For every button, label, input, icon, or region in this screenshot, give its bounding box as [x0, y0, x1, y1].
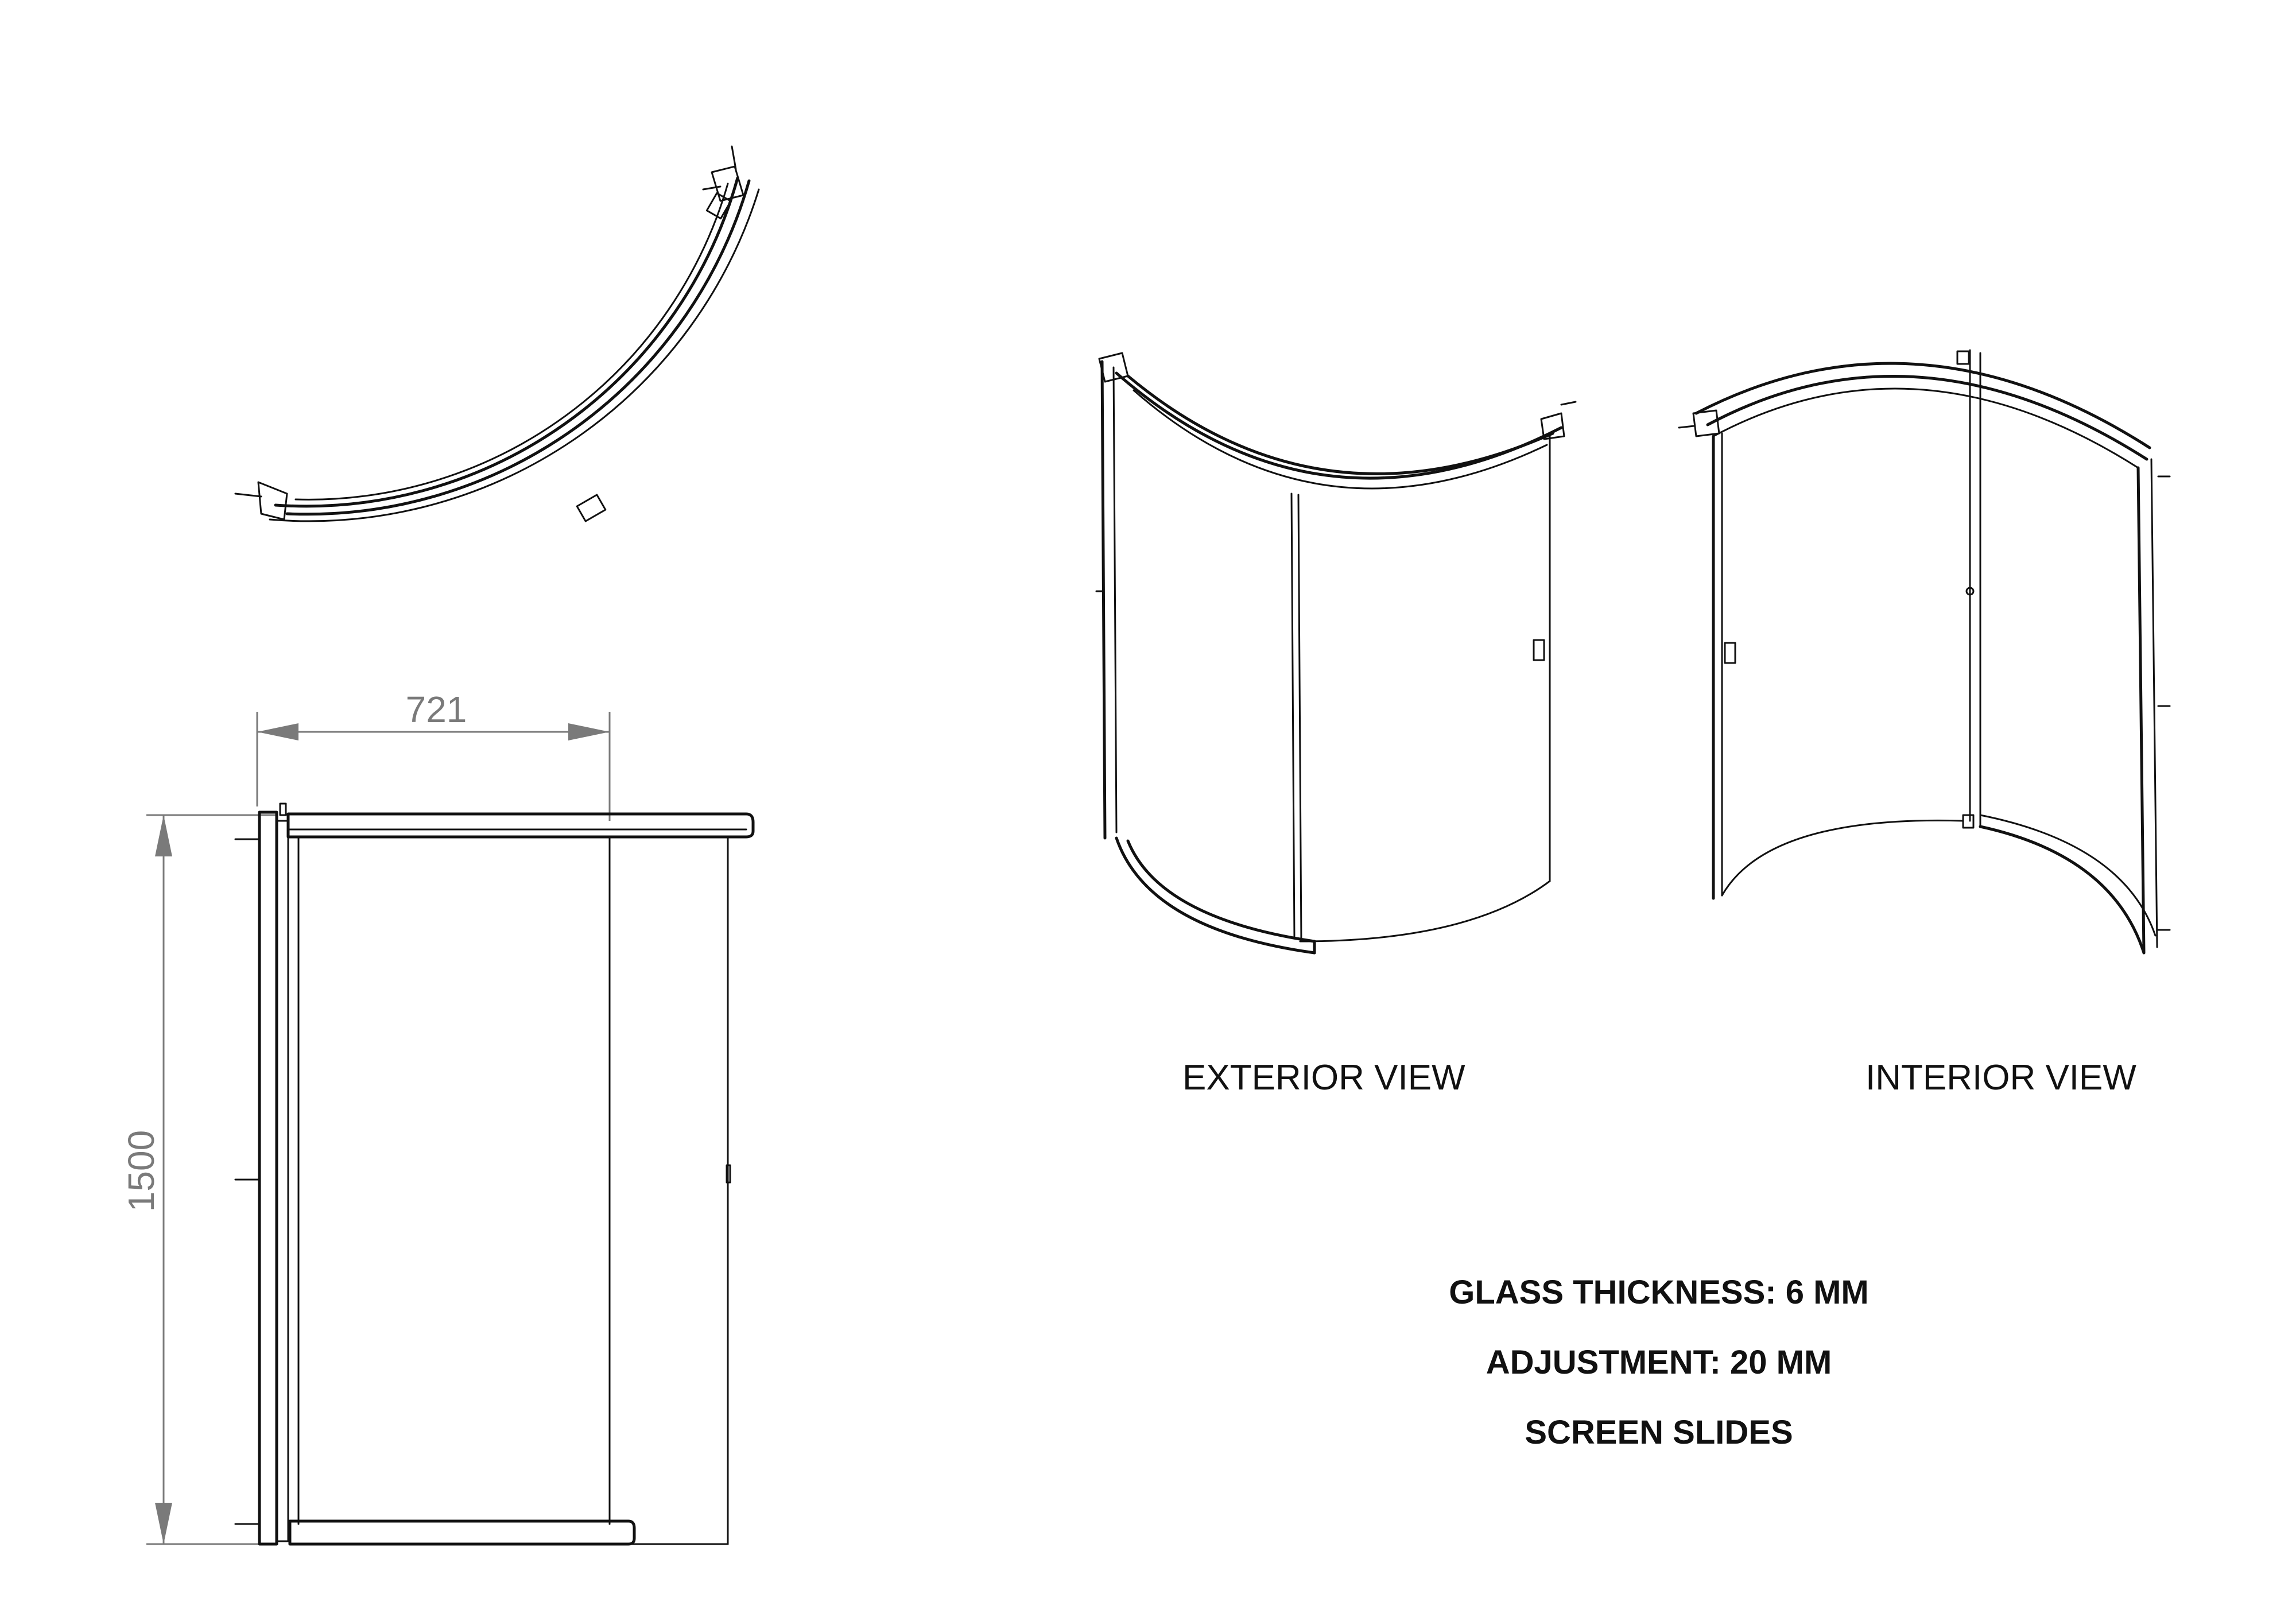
interior-view	[1678, 349, 2171, 955]
adjustment-note: ADJUSTMENT: 20 MM	[1486, 1344, 1832, 1381]
exterior-view	[1095, 352, 1577, 955]
plan-view	[234, 145, 760, 522]
screen-note: SCREEN SLIDES	[1525, 1414, 1793, 1451]
front-elevation: 721 1500	[121, 689, 755, 1546]
width-dimension: 721	[406, 689, 467, 730]
glass-thickness-note: GLASS THICKNESS: 6 MM	[1449, 1274, 1869, 1311]
exterior-view-label: EXTERIOR VIEW	[1182, 1058, 1465, 1098]
interior-view-label: INTERIOR VIEW	[1865, 1058, 2136, 1098]
height-dimension: 1500	[121, 1130, 162, 1212]
